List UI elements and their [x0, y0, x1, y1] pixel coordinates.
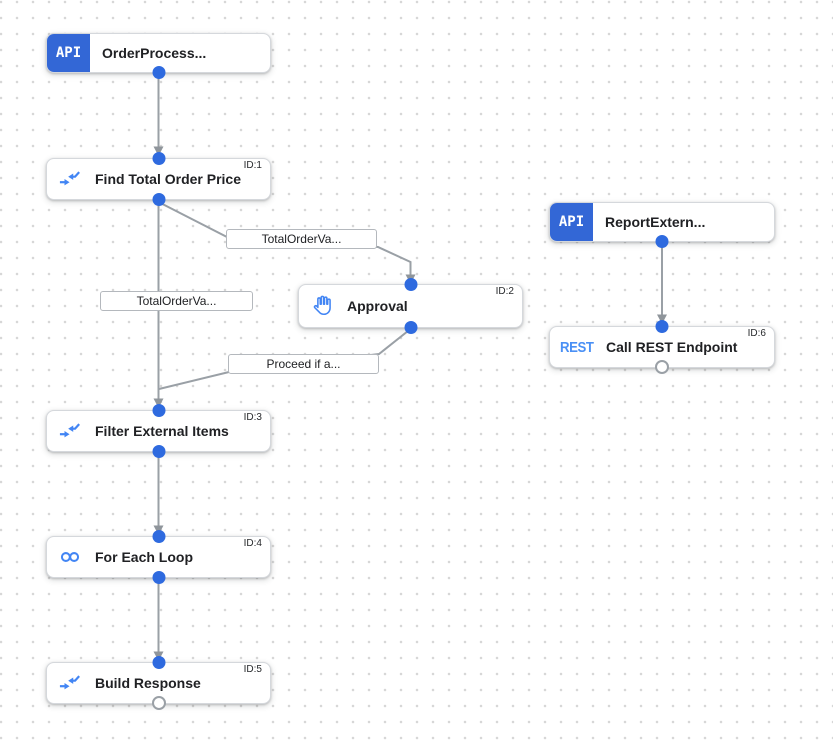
- task-node-for-each-loop[interactable]: ID:4 For Each Loop: [46, 530, 271, 584]
- trigger-node-order-process[interactable]: API OrderProcess...: [46, 33, 271, 79]
- node-title: Find Total Order Price: [95, 171, 241, 187]
- data-mapping-icon: [59, 675, 80, 690]
- edge-condition-label[interactable]: TotalOrderVa...: [226, 229, 377, 249]
- for-each-loop-icon: [60, 552, 80, 562]
- node-title: ReportExtern...: [605, 214, 706, 230]
- output-connector[interactable]: [655, 360, 669, 374]
- data-mapping-icon: [59, 171, 80, 186]
- edge-condition-label[interactable]: TotalOrderVa...: [100, 291, 253, 311]
- data-mapping-icon: [59, 423, 80, 438]
- input-connector[interactable]: [404, 278, 417, 291]
- task-id-label: ID:1: [243, 160, 262, 171]
- task-id-label: ID:5: [243, 664, 262, 675]
- task-id-label: ID:2: [495, 286, 514, 297]
- output-connector[interactable]: [152, 571, 165, 584]
- task-node-filter-external-items[interactable]: ID:3 Filter External Items: [46, 404, 271, 458]
- node-title: Filter External Items: [95, 423, 229, 439]
- node-title: Build Response: [95, 675, 201, 691]
- input-connector[interactable]: [152, 530, 165, 543]
- output-connector[interactable]: [151, 696, 166, 710]
- input-connector[interactable]: [655, 320, 669, 333]
- edge-findtotal-to-approval[interactable]: [158, 201, 416, 284]
- node-title: Call REST Endpoint: [606, 339, 738, 355]
- node-title: For Each Loop: [95, 549, 193, 565]
- approval-hand-icon: [313, 295, 331, 316]
- input-connector[interactable]: [152, 656, 165, 669]
- task-id-label: ID:4: [243, 538, 262, 549]
- output-connector[interactable]: [404, 321, 417, 334]
- task-id-label: ID:3: [243, 412, 262, 423]
- output-connector[interactable]: [655, 235, 669, 248]
- task-node-call-rest-endpoint[interactable]: ID:6 REST Call REST Endpoint: [549, 320, 775, 374]
- edge-condition-text: TotalOrderVa...: [261, 232, 342, 246]
- node-title: OrderProcess...: [102, 45, 207, 61]
- output-connector[interactable]: [152, 66, 165, 79]
- task-id-label: ID:6: [747, 328, 766, 339]
- edge-condition-label[interactable]: Proceed if a...: [228, 354, 379, 374]
- api-badge: API: [47, 34, 90, 72]
- task-node-find-total-order-price[interactable]: ID:1 Find Total Order Price: [46, 152, 271, 206]
- task-node-approval[interactable]: ID:2 Approval: [298, 278, 523, 334]
- rest-badge: REST: [560, 338, 594, 356]
- task-node-build-response[interactable]: ID:5 Build Response: [46, 656, 271, 710]
- node-title: Approval: [347, 298, 408, 314]
- trigger-node-report-external[interactable]: API ReportExtern...: [549, 202, 775, 248]
- edge-condition-text: Proceed if a...: [266, 357, 341, 371]
- input-connector[interactable]: [152, 404, 165, 417]
- output-connector[interactable]: [152, 193, 165, 206]
- api-badge: API: [550, 203, 593, 241]
- output-connector[interactable]: [152, 445, 165, 458]
- edge-condition-text: TotalOrderVa...: [136, 294, 217, 308]
- input-connector[interactable]: [152, 152, 165, 165]
